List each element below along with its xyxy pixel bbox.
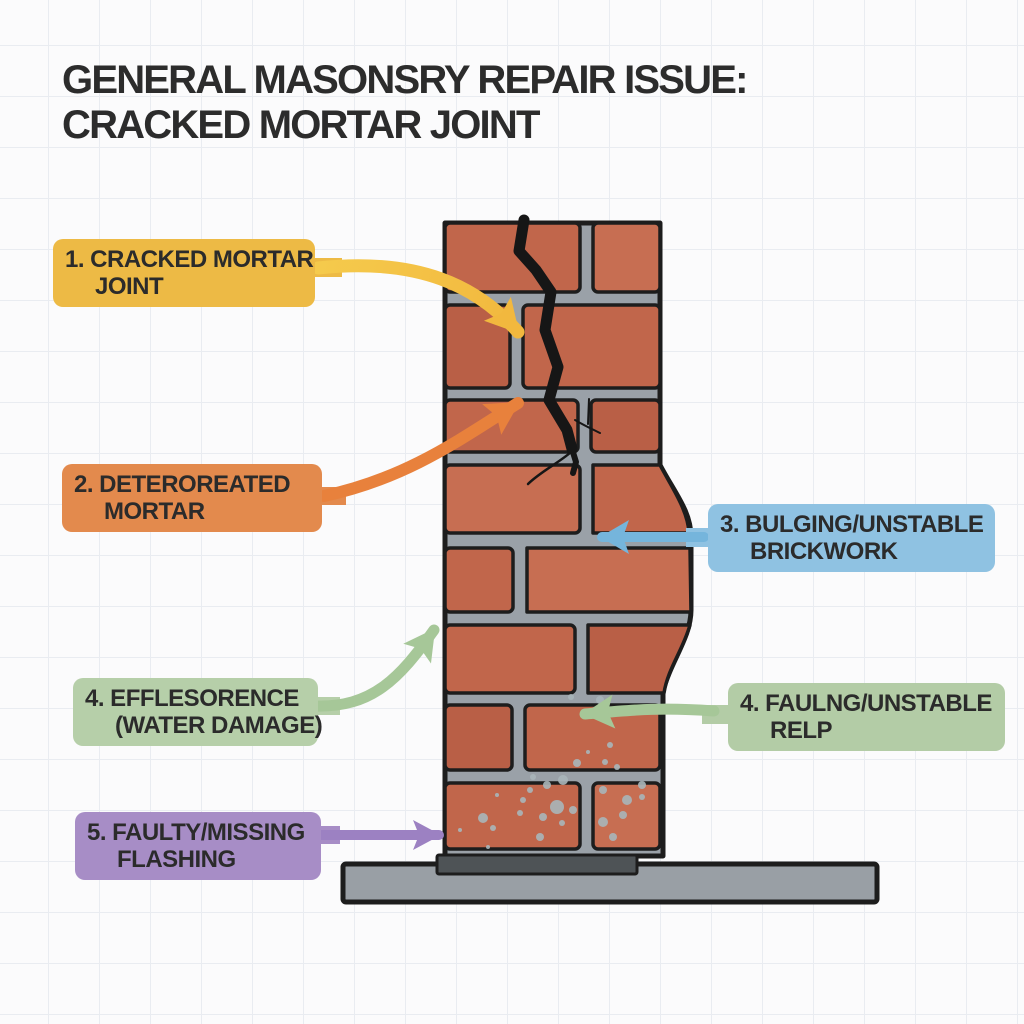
brick [443,463,582,535]
callout-text: FLASHING [117,846,236,873]
brick [443,221,582,294]
callout-text: 5. FAULTY/MISSING [87,819,305,846]
callout-arrows [308,259,720,850]
brick [589,398,662,454]
callout-text: JOINT [95,273,164,300]
diagram-title: GENERAL MASONSRY REPAIR ISSUE: CRACKED M… [62,58,748,148]
callout-faulty-missing-flashing: 5. FAULTY/MISSING FLASHING [75,812,321,880]
callout-text: 3. BULGING/UNSTABLE [720,511,984,538]
callout-text: MORTAR [104,498,205,525]
flashing-strip [435,853,639,876]
brick-bulging [591,463,691,535]
title-line-1: GENERAL MASONSRY REPAIR ISSUE: [62,58,748,102]
callout-text: BRICKWORK [750,538,898,565]
callout-cracked-mortar-joint: 1. CRACKED MORTAR JOINT [53,239,315,307]
callout-text: 1. CRACKED MORTAR [65,246,314,273]
arrow-efflorescence [308,624,440,712]
callout-deteriorated-mortar: 2. DETEROREATED MORTAR [62,464,322,532]
brick [591,221,662,294]
callout-faulng-unstable-relp: 4. FAULNG/UNSTABLE RELP [728,683,1005,751]
mortar-crack [513,214,601,486]
arrow-faulng-unstable [579,694,720,729]
brick [443,781,582,851]
callout-efflorescence-water-damage: 4. EFFLESORENCE (WATER DAMAGE) [73,678,323,746]
callout-text: 4. EFFLESORENCE [85,685,299,712]
brick [443,546,515,614]
callout-text: (WATER DAMAGE) [115,712,323,739]
efflorescence-spots [458,694,646,849]
arrow-cracked-mortar-joint [311,259,525,339]
brick-bulging [525,546,693,614]
title-line-2: CRACKED MORTAR JOINT [62,103,540,147]
brick [443,623,577,695]
arrow-deteriorated-mortar [318,397,524,502]
brick-bulging [586,623,692,695]
brick [443,703,514,772]
callout-bulging-unstable-brickwork: 3. BULGING/UNSTABLE BRICKWORK [708,504,995,572]
callout-text: RELP [770,717,833,744]
callout-text: 4. FAULNG/UNSTABLE [740,690,992,717]
callout-text: 2. DETEROREATED [74,471,291,498]
